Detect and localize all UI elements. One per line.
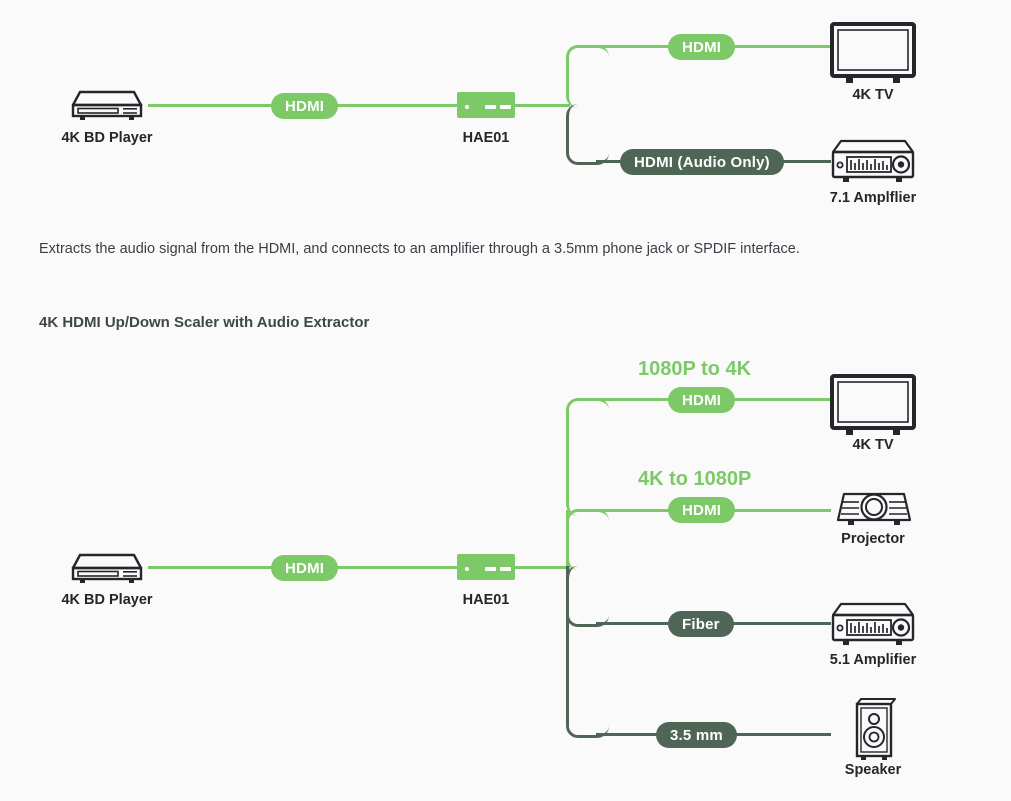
hae01-device-icon — [457, 92, 515, 118]
amplifier-icon — [830, 139, 916, 185]
hae01-device-icon — [457, 554, 515, 580]
hae01-led-dot — [465, 105, 469, 109]
node-label-branch4-target-2: Speaker — [844, 762, 902, 778]
node-label-branch1-target-1: 4K TV — [852, 87, 894, 103]
link-label-branch2-2: HDMI — [668, 497, 736, 523]
node-label-branch2-target-1: 7.1 Amplflier — [829, 190, 917, 206]
node-label-branch3-target-2: 5.1 Amplifier — [829, 652, 917, 668]
wire-hub-to-trunk-2 — [515, 566, 570, 569]
speaker-icon — [848, 695, 900, 761]
amplifier-icon — [830, 602, 916, 648]
wire-elbow-branch2-down — [566, 104, 609, 165]
bd-player-icon — [70, 549, 144, 587]
tv-icon — [830, 374, 916, 436]
wire-hub-to-trunk-1 — [515, 104, 570, 107]
wire-elbow-branch4-down-2 — [566, 566, 609, 738]
branch-title-4k-to-1080p: 4K to 1080P — [638, 468, 752, 490]
hae01-port-2 — [500, 567, 511, 571]
hae01-port-1 — [485, 105, 496, 109]
description-paragraph: Extracts the audio signal from the HDMI,… — [39, 241, 800, 257]
bd-player-icon — [70, 86, 144, 124]
node-label-source-1: 4K BD Player — [61, 130, 153, 146]
link-label-hdmi-input-1: HDMI — [271, 93, 339, 119]
link-label-branch1-2: HDMI — [668, 387, 736, 413]
link-label-branch3-2: Fiber — [668, 611, 734, 637]
hae01-led-dot — [465, 567, 469, 571]
node-label-branch1-target-2: 4K TV — [852, 437, 894, 453]
projector-icon — [836, 490, 912, 528]
node-label-branch2-target-2: Projector — [841, 531, 905, 547]
wire-elbow-branch1-up-2 — [566, 398, 609, 516]
node-label-hub-1: HAE01 — [462, 130, 510, 146]
branch-title-1080p-to-4k: 1080P to 4K — [638, 358, 752, 380]
link-label-branch2-1: HDMI (Audio Only) — [620, 149, 784, 175]
tv-icon — [830, 22, 916, 84]
wire-elbow-branch2-up-2 — [566, 509, 609, 570]
hae01-port-2 — [500, 105, 511, 109]
hae01-port-1 — [485, 567, 496, 571]
link-label-branch1-1: HDMI — [668, 34, 736, 60]
wire-elbow-branch1-up — [566, 45, 609, 108]
link-label-hdmi-input-2: HDMI — [271, 555, 339, 581]
node-label-source-2: 4K BD Player — [61, 592, 153, 608]
section-title: 4K HDMI Up/Down Scaler with Audio Extrac… — [39, 314, 370, 331]
node-label-hub-2: HAE01 — [462, 592, 510, 608]
link-label-branch4-2: 3.5 mm — [656, 722, 737, 748]
